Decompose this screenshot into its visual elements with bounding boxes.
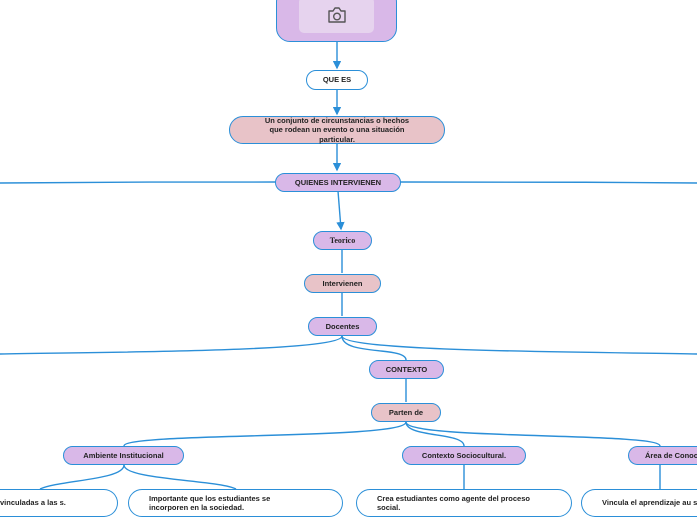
node-parten-de[interactable]: Parten de	[371, 403, 441, 422]
edge-docentes-contexto	[341, 335, 407, 361]
edge-quienes-left	[0, 181, 277, 184]
edge-parten-area	[405, 421, 661, 447]
node-contexto[interactable]: CONTEXTO	[369, 360, 444, 379]
leaf-vinculadas[interactable]: vinculadas a las s.	[0, 489, 118, 517]
edge-parten-ambiente	[123, 421, 407, 447]
leaf-aprendizaje-significativo[interactable]: Vincula el aprendizaje au significativo.	[581, 489, 697, 517]
node-definicion[interactable]: Un conjunto de circunstancias o hechos q…	[229, 116, 445, 144]
node-ambiente-institucional[interactable]: Ambiente Institucional	[63, 446, 184, 465]
edge-parten-socio	[405, 421, 465, 447]
edge-docentes-right	[341, 335, 697, 355]
image-placeholder	[299, 0, 374, 33]
edge-quienes-teorico	[336, 190, 345, 231]
edge-ambiente-leaf1	[39, 464, 125, 490]
node-que-es[interactable]: QUE ES	[306, 70, 368, 90]
node-docentes[interactable]: Docentes	[308, 317, 377, 336]
node-area-de-conocimiento[interactable]: Área de Conoc	[628, 446, 697, 465]
camera-icon	[327, 7, 346, 23]
edge-docentes-left	[0, 335, 343, 355]
node-quienes-intervienen[interactable]: QUIENES INTERVIENEN	[275, 173, 401, 192]
node-contexto-sociocultural[interactable]: Contexto Sociocultural.	[402, 446, 526, 465]
edge-quienes-right	[399, 181, 697, 184]
node-intervienen[interactable]: Intervienen	[304, 274, 381, 293]
leaf-agente-social[interactable]: Crea estudiantes como agente del proceso…	[356, 489, 572, 517]
root-topic[interactable]	[276, 0, 397, 42]
edge-ambiente-leaf2	[123, 464, 237, 490]
leaf-importante-sociedad[interactable]: Importante que los estudiantes se incorp…	[128, 489, 343, 517]
node-teorico[interactable]: Teorico	[313, 231, 372, 250]
